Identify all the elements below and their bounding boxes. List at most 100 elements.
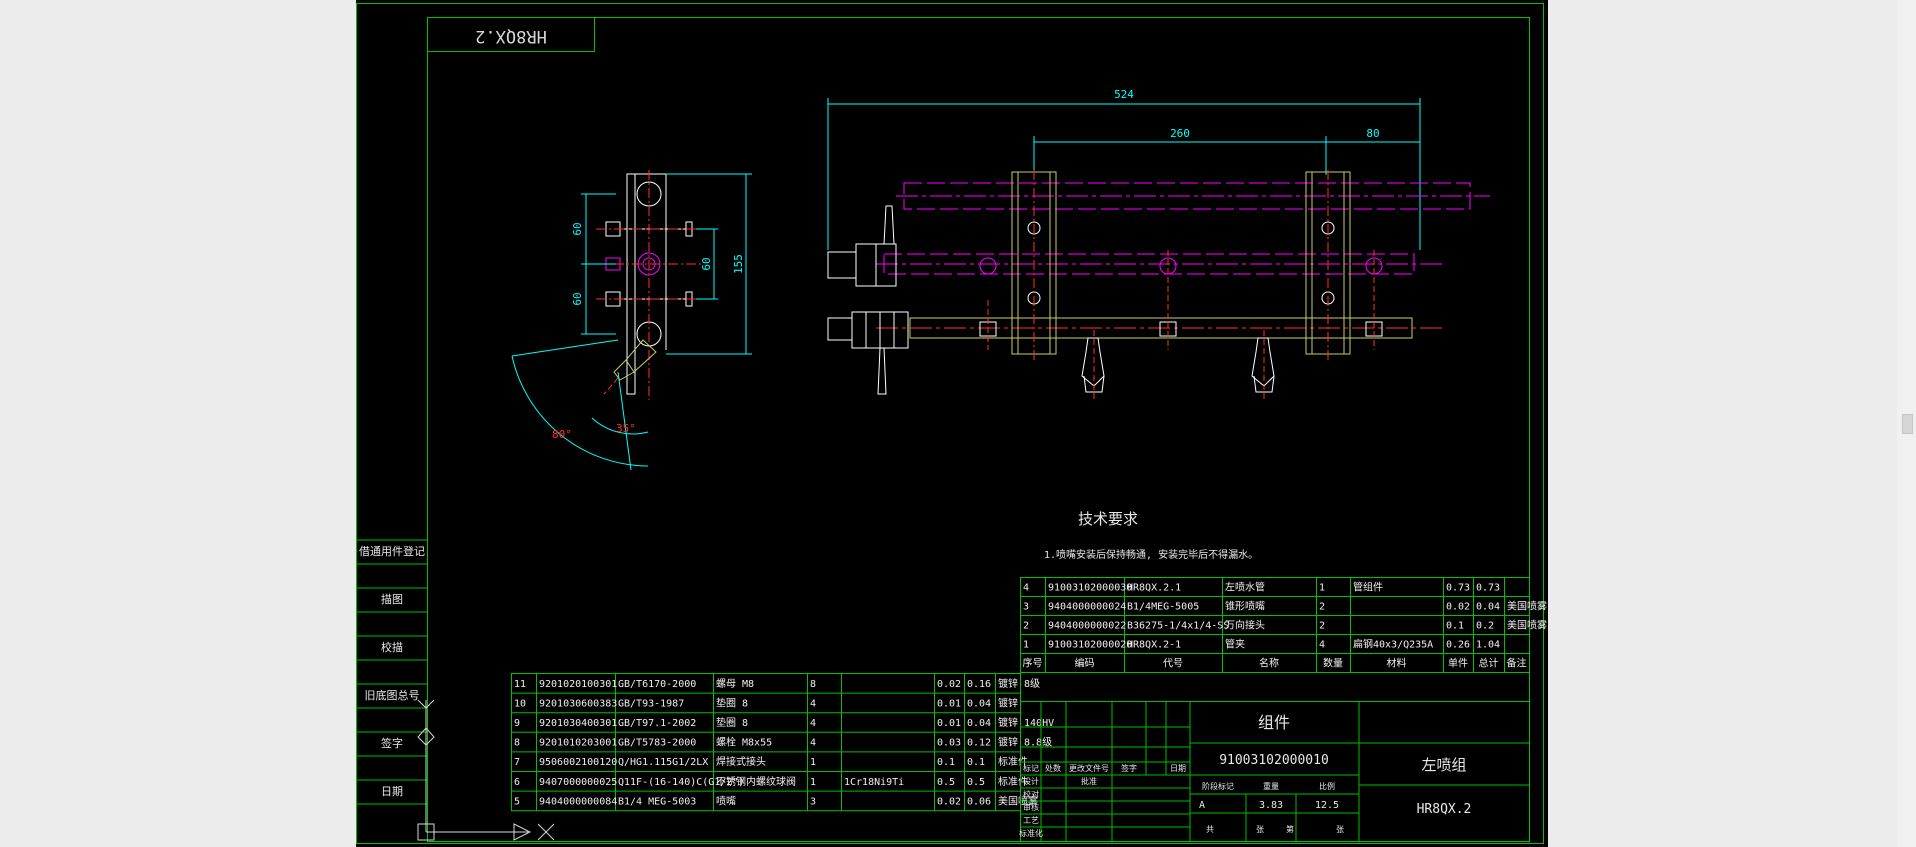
bom-header-cell: 备注	[1507, 657, 1527, 670]
bom-header-cell: 名称	[1259, 657, 1279, 670]
bom-cell-qty: 2	[1319, 621, 1325, 632]
bom-cell-name: 垫圈 8	[716, 716, 748, 729]
bom-cell-std: GB/T5783-2000	[618, 738, 696, 749]
bom-cell-name: 左喷水管	[1225, 581, 1265, 594]
tb-role: 批准	[1081, 776, 1097, 786]
bom-header-cell: 单件	[1448, 658, 1468, 670]
bom-cell-w1: 0.02	[937, 796, 961, 807]
bom-cell-name: 不锈钢内螺纹球阀	[716, 775, 796, 788]
bom-cell-qty: 2	[1319, 602, 1325, 613]
tech-requirements-title: 技术要求	[1078, 510, 1138, 528]
bom-cell-mat: 1Cr18Ni9Ti	[844, 777, 904, 788]
bom-cell-note: 镀锌	[998, 696, 1018, 709]
side-label: 日期	[381, 785, 403, 798]
dim-middle: 260	[1170, 127, 1190, 140]
bom-header-cell: 数量	[1323, 657, 1343, 670]
tb-date-label: 日期	[1170, 764, 1186, 773]
side-dim-60-b: 60	[571, 292, 584, 305]
front-view: 524 260 80	[827, 88, 1490, 400]
angle-35: 35°	[616, 422, 636, 435]
bom-cell-no: 11	[514, 679, 526, 690]
bom-cell-w2: 1.04	[1476, 640, 1500, 651]
bom-cell-qty: 3	[810, 796, 816, 807]
side-label: 描图	[381, 592, 403, 606]
side-dim-155: 155	[732, 254, 745, 274]
bom-cell-w2: 0.73	[1476, 583, 1500, 594]
drawing-code: HR8QX.2	[1417, 802, 1472, 817]
bom-cell-qty: 4	[810, 738, 816, 749]
bom-cell-w2: 0.04	[967, 718, 991, 729]
bom-cell-note: 镀锌 140HV	[998, 716, 1054, 729]
scale-value: 12.5	[1315, 800, 1339, 811]
bom-cell-no: 7	[514, 757, 520, 768]
bom-cell-w2: 0.16	[967, 679, 991, 690]
bom-cell-w2: 0.2	[1476, 621, 1494, 632]
tech-requirements-text: 1.喷嘴安装后保持畅通, 安装完毕后不得漏水。	[1044, 548, 1258, 561]
bom-cell-no: 9	[514, 718, 520, 729]
bom-cell-note: 美国喷雾	[1507, 600, 1547, 613]
bom-cell-qty: 4	[810, 698, 816, 709]
bom-cell-name: 管夹	[1225, 638, 1245, 651]
bom-cell-code: 9201020100301	[539, 679, 617, 690]
bom-cell-w1: 0.5	[937, 777, 955, 788]
bom-cell-note: 镀锌 8级	[998, 677, 1040, 690]
bom-cell-note: 美国喷雾	[1507, 619, 1547, 632]
bom-cell-no: 1	[1023, 640, 1029, 651]
bom-cell-mat: 扁钢40x3/Q235A	[1353, 638, 1433, 651]
stage-label: 阶段标记	[1202, 781, 1234, 791]
drawing-viewport[interactable]: HR8QX.2 借通用件登记 描图 校描 旧底图总号 签字 日期	[356, 0, 1548, 847]
scrollbar-thumb[interactable]	[1902, 414, 1913, 434]
bom-cell-w2: 0.04	[967, 698, 991, 709]
drawing-number: 91003102000010	[1219, 753, 1329, 768]
bom-cell-std: B1/4MEG-5005	[1127, 602, 1199, 613]
bom-cell-w1: 0.02	[937, 679, 961, 690]
tb-role: 工艺	[1023, 816, 1039, 825]
title-main: 组件	[1258, 713, 1290, 732]
ucs-icon	[417, 699, 555, 841]
bom-cell-name: 焊接式接头	[716, 755, 766, 768]
bom-cell-std: Q11F-(16-140)C(G1/2")	[618, 777, 744, 788]
side-label: 借通用件登记	[359, 544, 425, 558]
bom-cell-code: 9201030600383	[539, 698, 617, 709]
bom-cell-name: 喷嘴	[716, 795, 736, 807]
bom-cell-code: 9201010203001	[539, 738, 617, 749]
stage-mark: A	[1199, 800, 1205, 811]
side-dim-60-c: 60	[700, 257, 713, 270]
title-block: 标记 处数 更改文件号 签字 日期 设计 校对 审核 工艺 标准化 批准 组件 …	[1019, 701, 1530, 842]
sheet-no-label: 第	[1286, 824, 1294, 834]
side-label: 旧底图总号	[365, 688, 420, 702]
bom-cell-no: 10	[514, 698, 526, 709]
tb-role: 标准化	[1019, 828, 1043, 838]
bom-cell-code: 9506002100120	[539, 757, 617, 768]
bom-cell-std: B1/4 MEG-5003	[618, 796, 696, 807]
bom-cell-code: 91003102000030	[1048, 583, 1132, 594]
weight-label: 重量	[1263, 781, 1279, 791]
tb-role: 设计	[1023, 776, 1039, 786]
bom-cell-mat: 管组件	[1353, 581, 1383, 594]
bom-cell-name: 垫圈 8	[716, 696, 748, 709]
side-label: 签字	[381, 736, 403, 750]
bom-cell-w1: 0.01	[937, 698, 961, 709]
bom-cell-w2: 0.5	[967, 777, 985, 788]
bom-cell-w1: 0.26	[1446, 640, 1470, 651]
tb-sign-label: 签字	[1121, 763, 1137, 773]
bom-cell-qty: 1	[1319, 583, 1325, 594]
bom-cell-std: Q/HG1.115G1/2LX	[618, 757, 708, 768]
bom-cell-code: 9404000000024	[1048, 602, 1126, 613]
bom-header-cell: 代号	[1163, 658, 1183, 670]
bom-cell-name: 螺母 M8	[716, 678, 754, 690]
bom-cell-qty: 1	[810, 777, 816, 788]
code-stamp-text: HR8QX.2	[475, 26, 547, 46]
tb-role: 校对	[1023, 789, 1039, 799]
cad-drawing: HR8QX.2 借通用件登记 描图 校描 旧底图总号 签字 日期	[356, 0, 1548, 847]
side-info-column: 借通用件登记 描图 校描 旧底图总号 签字 日期	[357, 539, 427, 805]
side-view: 60 60 60 155 35° 80°	[511, 170, 752, 471]
bom-cell-code: 91003102000020	[1048, 640, 1132, 651]
bom-cell-name: 万向接头	[1225, 619, 1265, 632]
bom-cell-qty: 8	[810, 679, 816, 690]
angle-80: 80°	[552, 428, 572, 441]
